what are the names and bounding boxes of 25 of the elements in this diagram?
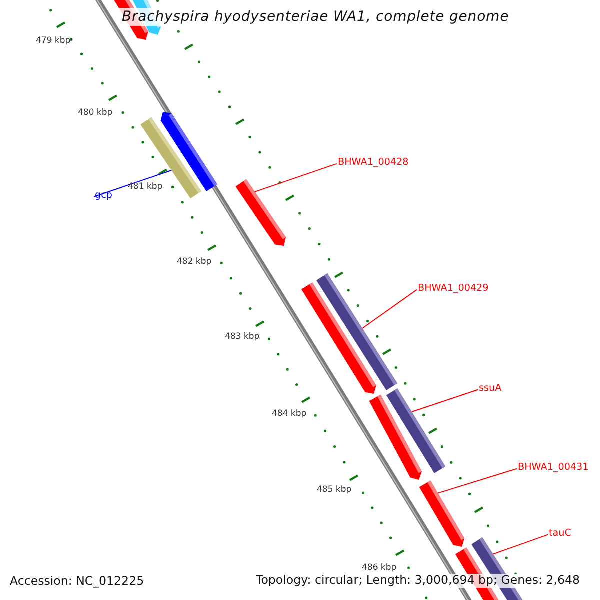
gene-bar <box>419 480 465 547</box>
tick-label: 482 kbp <box>177 258 212 268</box>
gene-label: BHWA1_00428 <box>338 157 409 168</box>
gene-bar <box>316 274 398 390</box>
tick-label: 479 kbp <box>36 37 71 47</box>
tick-label: 481 kbp <box>128 183 163 193</box>
leader-line <box>438 468 518 494</box>
footer-text: Accession: NC_012225 <box>8 575 146 589</box>
tick-label: 486 kbp <box>362 564 397 574</box>
gene-label: tauC <box>549 528 572 540</box>
tick-label: 484 kbp <box>272 410 307 420</box>
tick-label: 485 kbp <box>317 486 352 496</box>
footer-text: Topology: circular; Length: 3,000,694 bp; Genes: 2,648 <box>254 574 582 588</box>
tick-label: 483 kbp <box>225 333 260 343</box>
leader-line <box>362 289 418 329</box>
leader-line <box>492 534 548 555</box>
leader-line <box>94 170 172 198</box>
gene-bar <box>386 388 446 474</box>
gene-label: BHWA1_00431 <box>518 462 589 474</box>
gene-bar <box>236 179 286 246</box>
leader-line <box>411 389 478 412</box>
gene-label: BHWA1_00429 <box>418 283 489 294</box>
leader-line <box>254 163 338 192</box>
tick-label: 480 kbp <box>78 109 113 119</box>
gene-label: ssuA <box>479 383 502 394</box>
